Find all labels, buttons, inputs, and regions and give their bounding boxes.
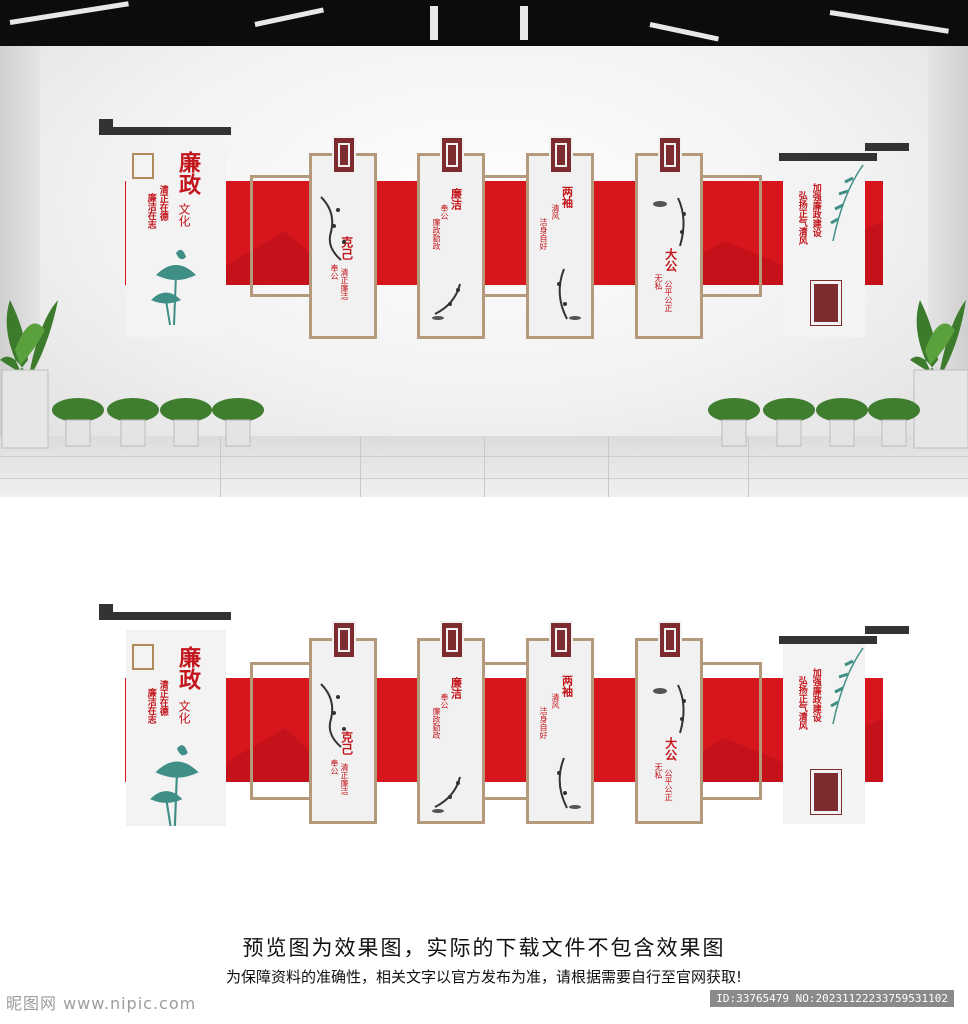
lattice-icon (549, 621, 573, 659)
floor-line (484, 436, 485, 497)
lattice-icon (549, 136, 573, 174)
left-title: 廉政 (175, 646, 201, 690)
potted-plant-right (910, 300, 968, 449)
lattice-icon (658, 621, 682, 659)
scroll2-small: 奉公 (440, 693, 449, 709)
scroll-panel-1: 克己 奉公 清正廉洁 (309, 136, 377, 339)
panel-right: 加强廉政建设 弘扬正气清风 (783, 644, 865, 824)
plum-branch-icon (653, 197, 686, 247)
lattice-icon (440, 621, 464, 659)
lattice-seal-icon (810, 769, 842, 815)
roof-eave-left (99, 612, 231, 620)
culture-wall-flat: 廉政 文化 清正在德 廉洁在志 克己 奉公 清正廉洁 廉洁 奉公 廉政勤政 两袖 (95, 600, 915, 830)
scroll1-small: 奉公 (330, 759, 339, 775)
plum-branch-icon (432, 776, 461, 813)
culture-wall-installation: 廉政 文化 清正在德 廉洁在志 克己 奉公 清正廉洁 廉洁 奉公 (95, 115, 915, 345)
floor-line (360, 436, 361, 497)
scroll-panel-2: 廉洁 奉公 廉政勤政 (417, 136, 485, 339)
scroll3-title: 两袖 (560, 675, 574, 697)
preview-notice: 预览图为效果图，实际的下载文件不包含效果图 (242, 936, 726, 960)
scroll4-title: 大公 (663, 248, 678, 272)
right-line1: 加强廉政建设 (810, 668, 821, 722)
roof-eave-left (99, 127, 231, 135)
ceiling (0, 0, 968, 46)
roof-eave-right (865, 626, 909, 634)
seal-icon (132, 644, 154, 670)
potted-plant-left (0, 300, 58, 449)
small-plants-left (52, 398, 264, 447)
accuracy-notice: 为保障资料的准确性，相关文字以官方发布为准，请根据需要自行至官网获取! (225, 968, 743, 986)
floor-line (748, 436, 749, 497)
plum-branch-icon (320, 683, 346, 748)
scroll-panel-4: 大公 无私 公平公正 (635, 136, 703, 339)
scroll2-small: 奉公 (440, 204, 449, 220)
lattice-seal-icon (810, 280, 842, 326)
plum-branch-icon (557, 268, 581, 320)
lotus-icon (151, 249, 196, 325)
floor-line (220, 436, 221, 497)
site-watermark: 昵图网 www.nipic.com (6, 994, 197, 1013)
scroll4-line: 公平公正 (664, 280, 673, 312)
willow-icon (830, 647, 864, 725)
scroll2-title: 廉洁 (449, 188, 463, 210)
roof-eave-left (99, 604, 113, 612)
image-id-label: ID:33765479 NO:20231122233759531102 (710, 990, 954, 1007)
scroll1-title: 克己 (339, 731, 354, 755)
floor-line (608, 436, 609, 497)
roof-eave-right (779, 153, 877, 161)
lattice-icon (658, 136, 682, 174)
plum-branch-icon (557, 757, 581, 809)
plum-branch-icon (320, 196, 346, 261)
scroll-panel-1: 克己 奉公 清正廉洁 (309, 621, 377, 824)
left-line2: 廉洁在志 (145, 193, 156, 229)
left-line1: 清正在德 (157, 680, 168, 716)
scroll2-title: 廉洁 (449, 677, 463, 699)
scroll3-small: 清风 (551, 204, 560, 220)
roof-eave-left (99, 119, 113, 127)
scroll-panel-3: 两袖 清风 洁身自好 (526, 621, 594, 824)
scroll2-line: 廉政勤政 (432, 707, 441, 739)
scroll4-small: 无私 (654, 763, 663, 779)
left-subtitle: 文化 (177, 203, 191, 227)
scroll3-line: 洁身自好 (539, 218, 548, 250)
lotus-icon (150, 745, 199, 826)
plum-branch-icon (432, 283, 461, 320)
scroll4-small: 无私 (654, 274, 663, 290)
roof-eave-right (865, 143, 909, 151)
small-plants-right (708, 398, 920, 447)
scroll4-line: 公平公正 (664, 769, 673, 801)
panel-right: 加强廉政建设 弘扬正气清风 (783, 161, 865, 337)
scroll1-small: 奉公 (330, 264, 339, 280)
scroll1-line: 清正廉洁 (340, 268, 349, 300)
scroll3-title: 两袖 (560, 186, 574, 208)
scroll-panel-3: 两袖 清风 洁身自好 (526, 136, 594, 339)
left-title: 廉政 (175, 151, 201, 195)
scroll4-title: 大公 (663, 737, 678, 761)
seal-icon (132, 153, 154, 179)
plum-branch-icon (653, 684, 686, 734)
lattice-icon (332, 136, 356, 174)
scroll3-small: 清风 (551, 693, 560, 709)
panel-left: 廉政 文化 清正在德 廉洁在志 (126, 630, 226, 826)
roof-eave-right (779, 636, 877, 644)
right-line2: 弘扬正气清风 (796, 676, 807, 730)
scroll3-line: 洁身自好 (539, 707, 548, 739)
left-subtitle: 文化 (177, 700, 191, 724)
scroll-panel-4: 大公 无私 公平公正 (635, 621, 703, 824)
left-line1: 清正在德 (157, 185, 168, 221)
right-line2: 弘扬正气清风 (796, 191, 807, 245)
panel-left: 廉政 文化 清正在德 廉洁在志 (126, 145, 226, 337)
right-line1: 加强廉政建设 (810, 183, 821, 237)
left-line2: 廉洁在志 (145, 688, 156, 724)
scroll1-line: 清正廉洁 (340, 763, 349, 795)
scroll-panel-2: 廉洁 奉公 廉政勤政 (417, 621, 485, 824)
room-render: 廉政 文化 清正在德 廉洁在志 克己 奉公 清正廉洁 廉洁 奉公 (0, 0, 968, 497)
lattice-icon (332, 621, 356, 659)
lattice-icon (440, 136, 464, 174)
willow-icon (830, 164, 864, 242)
scroll2-line: 廉政勤政 (432, 218, 441, 250)
